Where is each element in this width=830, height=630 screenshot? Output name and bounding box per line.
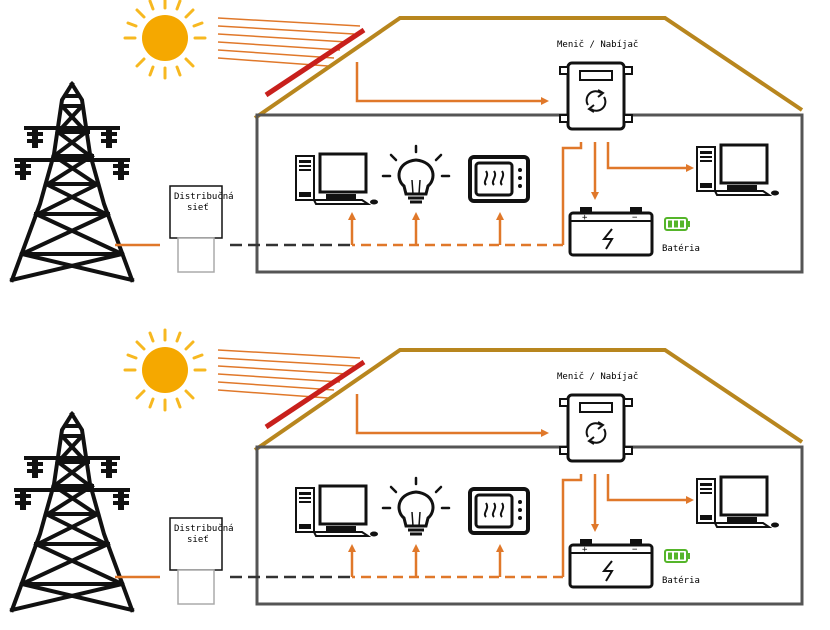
grid-label-line1: Distribučná [174, 523, 234, 534]
house-wall [255, 113, 804, 274]
grid-label-line2: sieť [187, 535, 209, 545]
flow-solar-to-inverter [355, 394, 549, 437]
transmission-tower-icon [10, 412, 134, 612]
sun-icon [123, 0, 207, 80]
house-wall [255, 445, 804, 606]
charge-level-icon [664, 549, 691, 563]
inverter-label: Menič / Nabíjač [557, 371, 638, 382]
flow-inverter-to-computer [606, 474, 694, 504]
grid-label-line2: sieť [187, 203, 209, 213]
flow-inverter-to-loads [561, 142, 583, 245]
panel-bottom: Menič / Nabíjač Batéria Distribučná sieť [10, 328, 804, 612]
grid-label-line1: Distribučná [174, 191, 234, 202]
battery-label: Batéria [662, 243, 700, 254]
computer-icon [294, 152, 380, 206]
flow-inverter-to-loads [561, 474, 583, 577]
inverter-icon [558, 393, 634, 463]
flow-solar-to-inverter [355, 62, 549, 105]
computer-icon [695, 143, 781, 197]
light-bulb-icon [381, 476, 451, 536]
panel-top: Menič / Nabíjač Batéria Distribučná sieť [10, 0, 804, 282]
house-roof [253, 348, 804, 452]
solar-panel-icon [264, 27, 366, 98]
inverter-icon [558, 61, 634, 131]
microwave-icon [468, 155, 530, 203]
sun-icon [123, 328, 207, 412]
sunlight-rays [217, 17, 361, 67]
inverter-label: Menič / Nabíjač [557, 39, 638, 50]
battery-icon [568, 537, 654, 589]
battery-label: Batéria [662, 575, 700, 586]
transmission-tower-icon [10, 82, 134, 282]
solar-panel-icon [264, 359, 366, 430]
battery-icon [568, 205, 654, 257]
light-bulb-icon [381, 144, 451, 204]
flow-inverter-to-computer [606, 142, 694, 172]
microwave-icon [468, 487, 530, 535]
charge-level-icon [664, 217, 691, 231]
house-roof [253, 16, 804, 120]
computer-icon [695, 475, 781, 529]
computer-icon [294, 484, 380, 538]
